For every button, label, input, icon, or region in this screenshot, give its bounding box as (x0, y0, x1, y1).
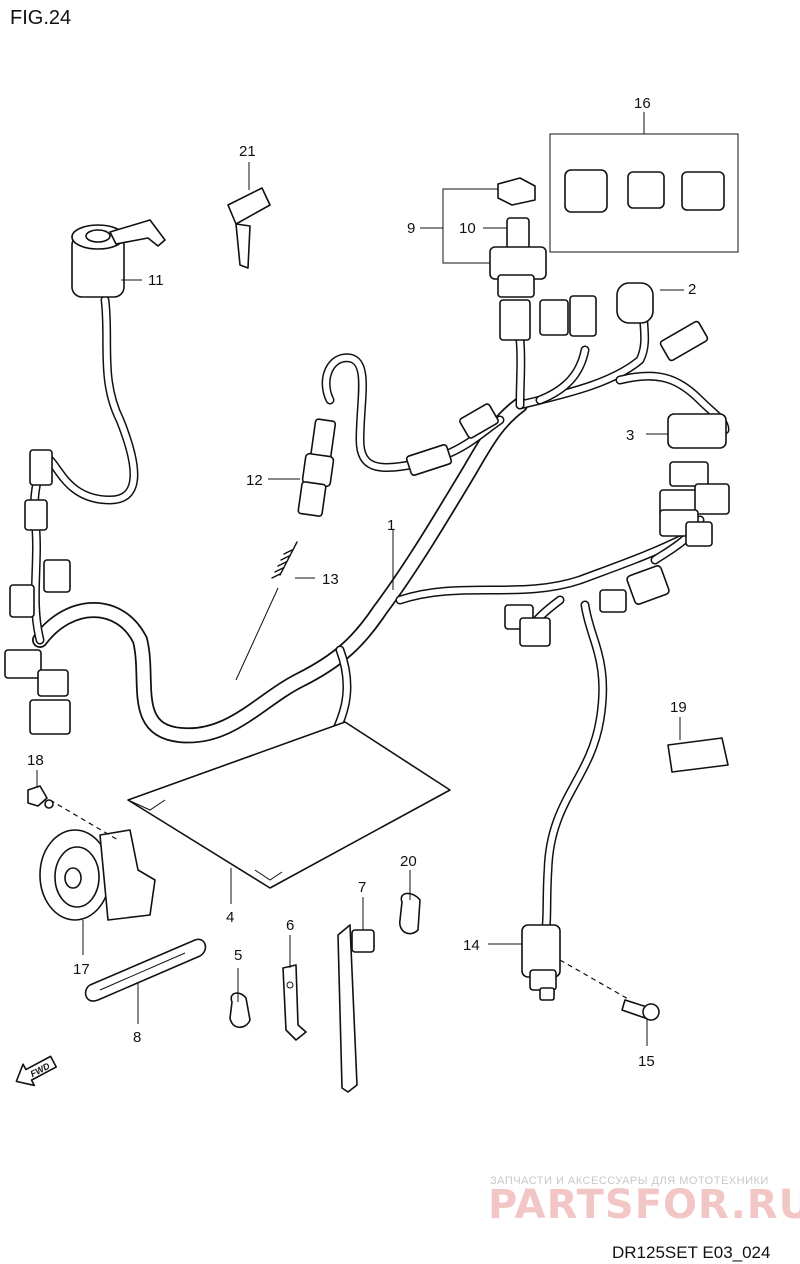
fuse-box (489, 177, 547, 298)
callout-3: 3 (626, 427, 634, 444)
switch-spring (235, 541, 298, 681)
callout-14: 14 (463, 937, 480, 954)
wiring-harness (29, 295, 730, 940)
watermark-brand: PARTSFOR.RU (488, 1182, 800, 1228)
leader-lines (36, 112, 684, 1046)
callout-13: 13 (322, 571, 339, 588)
figure-code: DR125SET E03_024 (612, 1243, 770, 1262)
forward-direction-marker: FWD (15, 1055, 58, 1087)
callout-18: 18 (27, 752, 44, 769)
callout-5: 5 (234, 947, 242, 964)
callout-labels: 1 2 3 4 5 6 7 8 9 10 11 12 13 14 15 16 1… (27, 95, 696, 1070)
ignition-switch (71, 219, 166, 298)
callout-6: 6 (286, 917, 294, 934)
callout-19: 19 (670, 699, 687, 716)
clamp-bracket (282, 964, 307, 1041)
callout-17: 17 (73, 961, 90, 978)
relay-set (549, 133, 739, 253)
callout-12: 12 (246, 472, 263, 489)
key-set (227, 187, 271, 269)
rear-brake-switch (297, 418, 337, 517)
callout-11: 11 (148, 272, 164, 289)
switch-screw (621, 999, 660, 1021)
cable-tie (337, 924, 375, 1093)
horn (39, 799, 156, 921)
horn-bolt (27, 785, 54, 809)
cushion-pad (667, 737, 729, 773)
neutral-switch (521, 924, 631, 1001)
callout-16: 16 (634, 95, 651, 112)
clamp (229, 992, 251, 1029)
watermark-tagline: ЗАПЧАСТИ И АКСЕССУАРЫ ДЛЯ МОТОТЕХНИКИ (490, 1175, 769, 1187)
figure-title: FIG.24 (10, 7, 71, 29)
harness-sheet (127, 721, 451, 889)
callout-7: 7 (358, 879, 366, 896)
callout-20: 20 (400, 853, 417, 870)
harness-band (84, 938, 207, 1002)
watermark: ЗАПЧАСТИ И АКСЕССУАРЫ ДЛЯ МОТОТЕХНИКИ PA… (488, 1175, 800, 1228)
callout-9: 9 (407, 220, 415, 237)
callout-21: 21 (239, 143, 256, 160)
callout-4: 4 (226, 909, 234, 926)
callout-8: 8 (133, 1029, 141, 1046)
callout-2: 2 (688, 281, 696, 298)
callout-10: 10 (459, 220, 476, 237)
clip (399, 892, 421, 935)
callout-1: 1 (387, 517, 395, 534)
callout-15: 15 (638, 1053, 655, 1070)
